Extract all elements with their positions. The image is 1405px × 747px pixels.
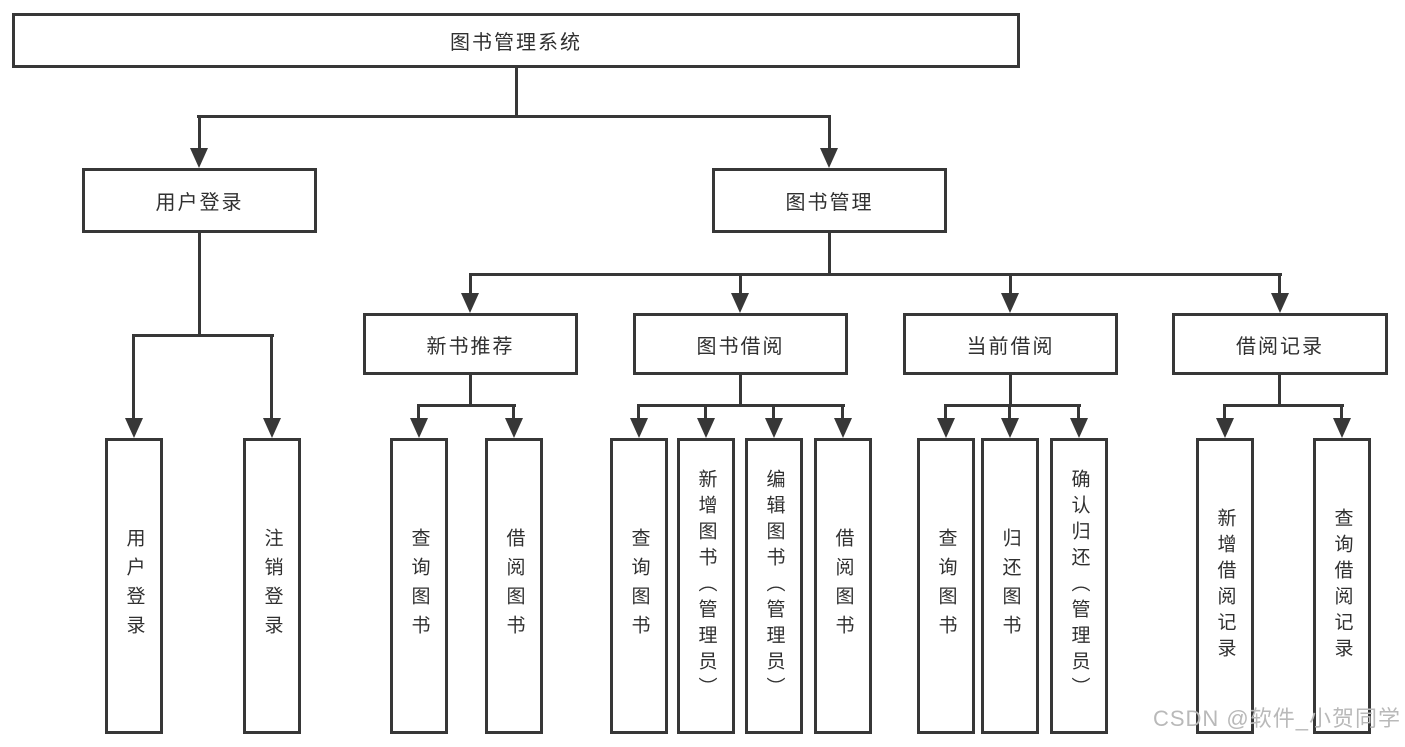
- watermark-text: CSDN @软件_小贺同学: [1152, 706, 1401, 731]
- arrow-down-icon: [1333, 418, 1351, 438]
- leaf-label: 注销登录: [261, 528, 283, 644]
- arrow-down-icon: [937, 418, 955, 438]
- leaf-label: 用户登录: [123, 528, 145, 644]
- leaf-label: 编辑图书（管理员）: [763, 469, 785, 703]
- arrow-down-icon: [1001, 418, 1019, 438]
- node-borrow-records: 借阅记录: [1172, 313, 1388, 375]
- connector-vertical: [512, 404, 515, 428]
- connector-vertical: [1278, 375, 1281, 407]
- node-label: 图书借阅: [696, 335, 785, 358]
- connector-vertical: [704, 404, 707, 428]
- connector-vertical: [1077, 404, 1080, 428]
- leaf-label: 查询借阅记录: [1331, 508, 1353, 664]
- leaf-label: 查询图书: [408, 528, 430, 644]
- connector-vertical: [739, 375, 742, 407]
- arrow-down-icon: [190, 148, 208, 168]
- leaf-current-query-book: 查询图书: [917, 438, 975, 734]
- connector-vertical: [637, 404, 640, 428]
- leaf-label: 确认归还（管理员）: [1068, 469, 1090, 703]
- node-library-system: 图书管理系统: [12, 13, 1020, 68]
- connector-horizontal: [132, 334, 274, 337]
- leaf-label: 借阅图书: [503, 528, 525, 644]
- leaf-newbook-query-book: 查询图书: [390, 438, 448, 734]
- connector-vertical: [841, 404, 844, 428]
- node-label: 借阅记录: [1236, 335, 1324, 358]
- connector-vertical: [198, 233, 201, 336]
- connector-horizontal: [469, 273, 1282, 276]
- node-book-management: 图书管理: [712, 168, 947, 233]
- arrow-down-icon: [834, 418, 852, 438]
- connector-vertical: [270, 334, 273, 426]
- connector-horizontal: [1223, 404, 1344, 407]
- connector-horizontal: [417, 404, 516, 407]
- arrow-down-icon: [125, 418, 143, 438]
- connector-vertical: [1008, 404, 1011, 428]
- arrow-down-icon: [461, 293, 479, 313]
- leaf-edit-book-admin: 编辑图书（管理员）: [745, 438, 803, 734]
- leaf-label: 查询图书: [935, 528, 957, 644]
- node-label: 当前借阅: [966, 335, 1055, 358]
- leaf-newbook-borrow-book: 借阅图书: [485, 438, 543, 734]
- leaf-label: 查询图书: [628, 528, 650, 644]
- arrow-down-icon: [820, 148, 838, 168]
- arrow-down-icon: [731, 293, 749, 313]
- connector-vertical: [515, 68, 518, 118]
- connector-vertical: [132, 334, 135, 426]
- connector-vertical: [828, 115, 831, 155]
- connector-vertical: [198, 115, 201, 155]
- leaf-borrow-book: 借阅图书: [814, 438, 872, 734]
- arrow-down-icon: [1271, 293, 1289, 313]
- node-current-borrow: 当前借阅: [903, 313, 1118, 375]
- leaf-return-book: 归还图书: [981, 438, 1039, 734]
- node-book-borrow: 图书借阅: [633, 313, 848, 375]
- leaf-confirm-return-admin: 确认归还（管理员）: [1050, 438, 1108, 734]
- connector-horizontal: [197, 115, 831, 118]
- connector-vertical: [944, 404, 947, 428]
- connector-vertical: [417, 404, 420, 428]
- node-label: 图书管理: [785, 192, 874, 214]
- connector-vertical: [469, 375, 472, 407]
- leaf-logout: 注销登录: [243, 438, 301, 734]
- leaf-add-book-admin: 新增图书（管理员）: [677, 438, 735, 734]
- connector-vertical: [1009, 273, 1012, 301]
- node-label: 图书管理系统: [450, 32, 582, 54]
- arrow-down-icon: [505, 418, 523, 438]
- connector-vertical: [828, 233, 831, 276]
- node-label: 新书推荐: [426, 335, 515, 358]
- connector-horizontal: [944, 404, 1081, 407]
- connector-vertical: [1009, 375, 1012, 407]
- leaf-label: 新增借阅记录: [1214, 508, 1236, 664]
- arrow-down-icon: [630, 418, 648, 438]
- arrow-down-icon: [263, 418, 281, 438]
- leaf-user-login: 用户登录: [105, 438, 163, 734]
- leaf-label: 归还图书: [999, 528, 1021, 644]
- arrow-down-icon: [765, 418, 783, 438]
- node-new-book-recommend: 新书推荐: [363, 313, 578, 375]
- leaf-query-borrow-record: 查询借阅记录: [1313, 438, 1371, 734]
- connector-vertical: [1278, 273, 1281, 301]
- connector-vertical: [1340, 404, 1343, 428]
- connector-vertical: [469, 273, 472, 301]
- connector-vertical: [739, 273, 742, 301]
- leaf-borrow-query-book: 查询图书: [610, 438, 668, 734]
- arrow-down-icon: [410, 418, 428, 438]
- arrow-down-icon: [1001, 293, 1019, 313]
- leaf-add-borrow-record: 新增借阅记录: [1196, 438, 1254, 734]
- connector-vertical: [772, 404, 775, 428]
- connector-horizontal: [637, 404, 845, 407]
- arrow-down-icon: [697, 418, 715, 438]
- leaf-label: 借阅图书: [832, 528, 854, 644]
- arrow-down-icon: [1070, 418, 1088, 438]
- node-user-login: 用户登录: [82, 168, 317, 233]
- leaf-label: 新增图书（管理员）: [695, 469, 717, 703]
- arrow-down-icon: [1216, 418, 1234, 438]
- connector-vertical: [1223, 404, 1226, 428]
- node-label: 用户登录: [155, 192, 244, 214]
